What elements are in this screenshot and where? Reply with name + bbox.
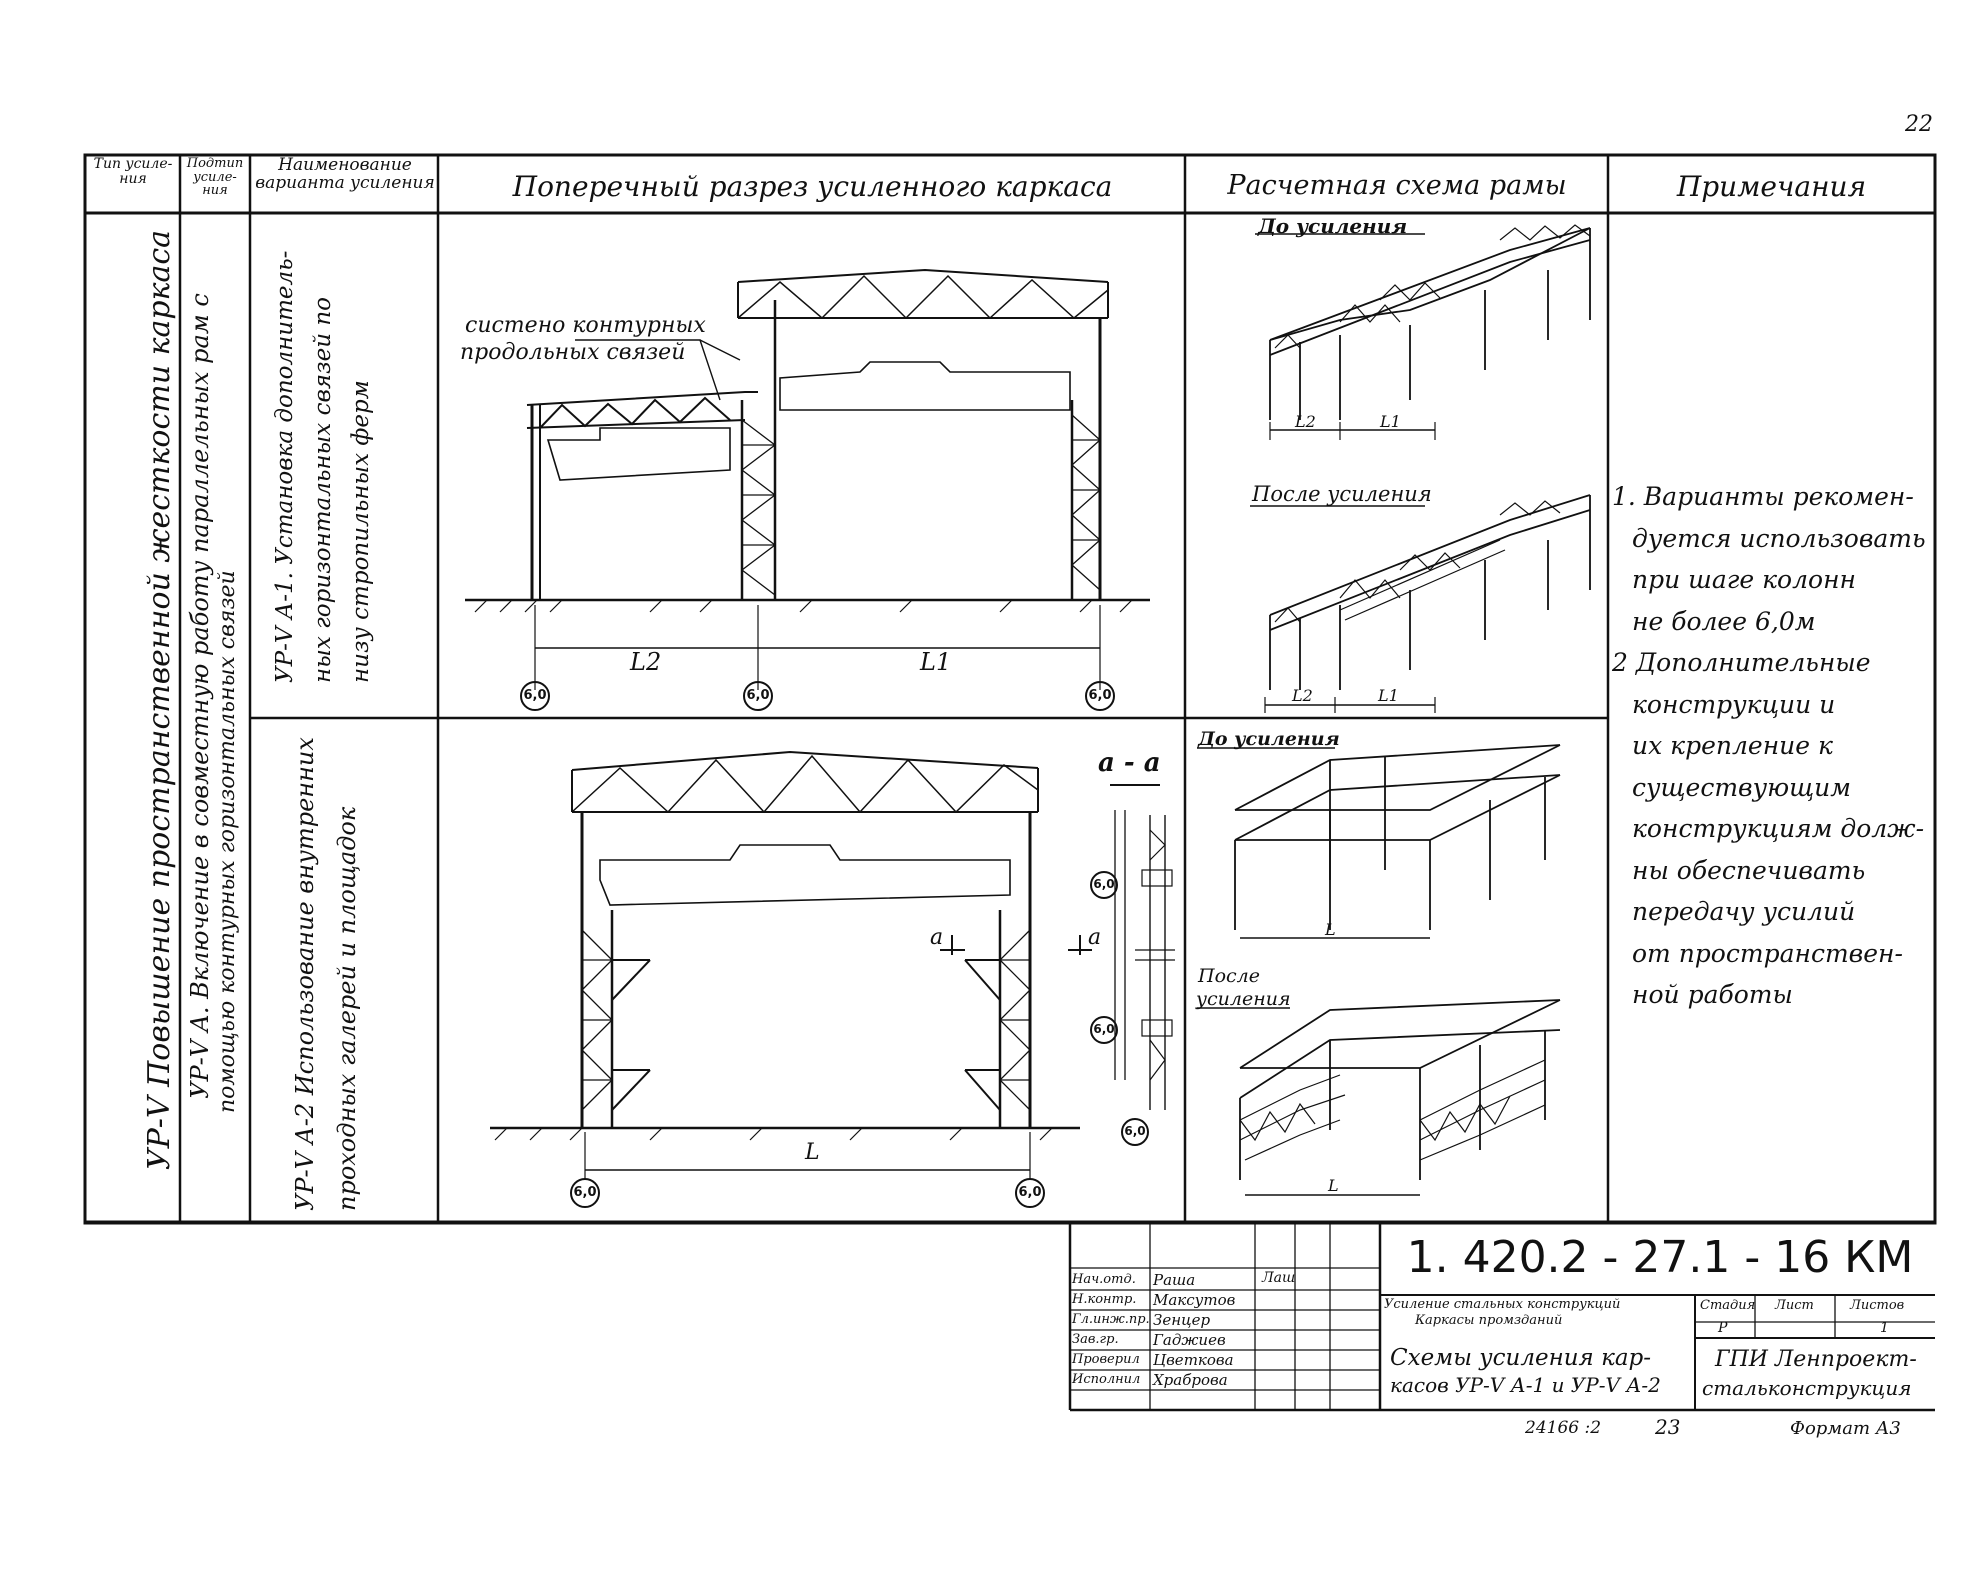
axis-bubble-3: 6,0 xyxy=(1088,688,1112,703)
type-text: УР-V Повышение пространственной жесткост… xyxy=(142,229,177,1171)
scheme-bottom-before: До усиления xyxy=(1198,728,1340,750)
scheme-top-before: До усиления xyxy=(1258,214,1408,238)
variant-a1-line1: УР-V А-1. Установка дополнитель- xyxy=(272,250,298,683)
organization-1: ГПИ Ленпроект- xyxy=(1715,1347,1917,1372)
signature-roles: Нач.отд. Н.контр. Гл.инж.пр. Зав.гр. Провери… xyxy=(1072,1270,1150,1390)
signature: Лаш xyxy=(1262,1270,1296,1286)
note-line: при шаге колонн xyxy=(1632,565,1856,594)
organization-2: стальконструкция xyxy=(1702,1376,1912,1400)
signature-role: Нач.отд. xyxy=(1072,1272,1136,1287)
sheets-label: Листов xyxy=(1850,1298,1905,1313)
variant-a2-line2: проходных галерей и площадок xyxy=(333,806,361,1211)
note-line: передачу усилий xyxy=(1632,897,1856,926)
inventory-number: 24166 :2 xyxy=(1525,1418,1602,1438)
signature-role: Гл.инж.пр. xyxy=(1072,1312,1150,1327)
scheme-top-l1: L1 xyxy=(1380,412,1401,431)
scheme-bottom-l: L xyxy=(1325,920,1336,939)
signature-name: Храброва xyxy=(1153,1371,1228,1389)
note-line: конструкции и xyxy=(1632,689,1836,719)
drawing-title-2: касов УР-V А-1 и УР-V А-2 xyxy=(1390,1373,1661,1397)
cut-mark-left: а xyxy=(930,925,944,950)
signature-name: Гаджиев xyxy=(1153,1331,1226,1349)
signature-name: Зенцер xyxy=(1153,1311,1211,1329)
span-l2-label: L2 xyxy=(630,648,662,676)
callout-line-2: продольных связей xyxy=(460,340,686,365)
stage-value: Р xyxy=(1718,1320,1728,1336)
cut-mark-right: а xyxy=(1088,925,1102,950)
note-line: дуется использовать xyxy=(1632,523,1926,553)
sheets-value: 1 xyxy=(1880,1320,1889,1336)
signature-role: Проверил xyxy=(1072,1352,1140,1367)
note-line: ной работы xyxy=(1632,980,1793,1009)
subtype-text-2: помощью контурных горизонтальных связей xyxy=(215,570,240,1113)
page-index: 23 xyxy=(1655,1415,1681,1439)
signature-role: Н.контр. xyxy=(1072,1292,1137,1307)
note-line: от пространствен- xyxy=(1632,938,1903,968)
note-line: 1. Варианты рекомен- xyxy=(1612,482,1914,511)
axis-bubble-right: 6,0 xyxy=(1018,1185,1042,1200)
paper-format: Формат А3 xyxy=(1790,1418,1901,1439)
header-type: Тип усиле- ния xyxy=(93,156,173,187)
header-subtype: Подтип усиле- ния xyxy=(186,156,244,199)
variant-a1-line3: низу стропильных ферм xyxy=(348,380,374,683)
axis-bubble-left: 6,0 xyxy=(573,1185,597,1200)
stage-label: Стадия xyxy=(1700,1298,1756,1313)
signature-name: Максутов xyxy=(1153,1291,1236,1309)
signature-name: Раша xyxy=(1153,1271,1196,1289)
header-variant-name: Наименование варианта усиления xyxy=(255,155,435,193)
cut-label: а - а xyxy=(1098,748,1161,778)
notes-list: 1. Варианты рекомен-дуется использовать п… xyxy=(1612,476,1930,1016)
drawing-title-1: Схемы усиления кар- xyxy=(1390,1345,1652,1371)
scheme-top-l2b: L2 xyxy=(1292,686,1313,705)
sheet-label: Лист xyxy=(1775,1298,1814,1313)
signature-role: Зав.гр. xyxy=(1072,1332,1119,1347)
note-line: конструкциям долж- xyxy=(1632,814,1925,843)
header-scheme: Расчетная схема рамы xyxy=(1227,170,1567,201)
scheme-bottom-lb: L xyxy=(1328,1176,1339,1195)
note-line: ны обеспечивать xyxy=(1632,855,1866,885)
span-l-label: L xyxy=(805,1140,820,1165)
header-section: Поперечный разрез усиленного каркаса xyxy=(512,170,1113,203)
scheme-bottom-after-2: усиления xyxy=(1196,988,1291,1010)
scheme-top-after: После усиления xyxy=(1252,482,1432,506)
note-line: их крепление к xyxy=(1632,731,1833,760)
signature-role: Исполнил xyxy=(1072,1372,1141,1387)
note-line: 2 Дополнительные xyxy=(1612,648,1871,677)
subtype-text-1: УР-V А. Включение в совместную работу па… xyxy=(186,293,214,1099)
variant-a2-line1: УР-V А-2 Использование внутренних xyxy=(291,737,319,1211)
signature-name: Цветкова xyxy=(1153,1351,1234,1369)
note-line: не более 6,0м xyxy=(1632,606,1816,636)
callout-line-1: систено контурных xyxy=(465,313,706,338)
variant-a1-line2: ных горизонтальных связей по xyxy=(310,296,336,683)
subject-line-1: Усиление стальных конструкций xyxy=(1384,1297,1621,1312)
scheme-top-l1b: L1 xyxy=(1378,686,1399,705)
scheme-bottom-after-1: После xyxy=(1198,965,1260,987)
header-notes: Примечания xyxy=(1676,170,1867,203)
subject-line-2: Каркасы промзданий xyxy=(1415,1313,1563,1328)
axis-bubble-1: 6,0 xyxy=(523,688,547,703)
page-number: 22 xyxy=(1905,112,1933,137)
span-l1-label: L1 xyxy=(920,648,952,676)
side-dim-3: 6,0 xyxy=(1124,1124,1146,1138)
side-dim-1: 6,0 xyxy=(1093,877,1115,891)
note-line: существующим xyxy=(1632,772,1851,802)
scheme-top-l2: L2 xyxy=(1295,412,1316,431)
side-dim-2: 6,0 xyxy=(1093,1022,1115,1036)
drawing-code: 1. 420.2 - 27.1 - 16 КМ xyxy=(1406,1232,1914,1283)
axis-bubble-2: 6,0 xyxy=(746,688,770,703)
